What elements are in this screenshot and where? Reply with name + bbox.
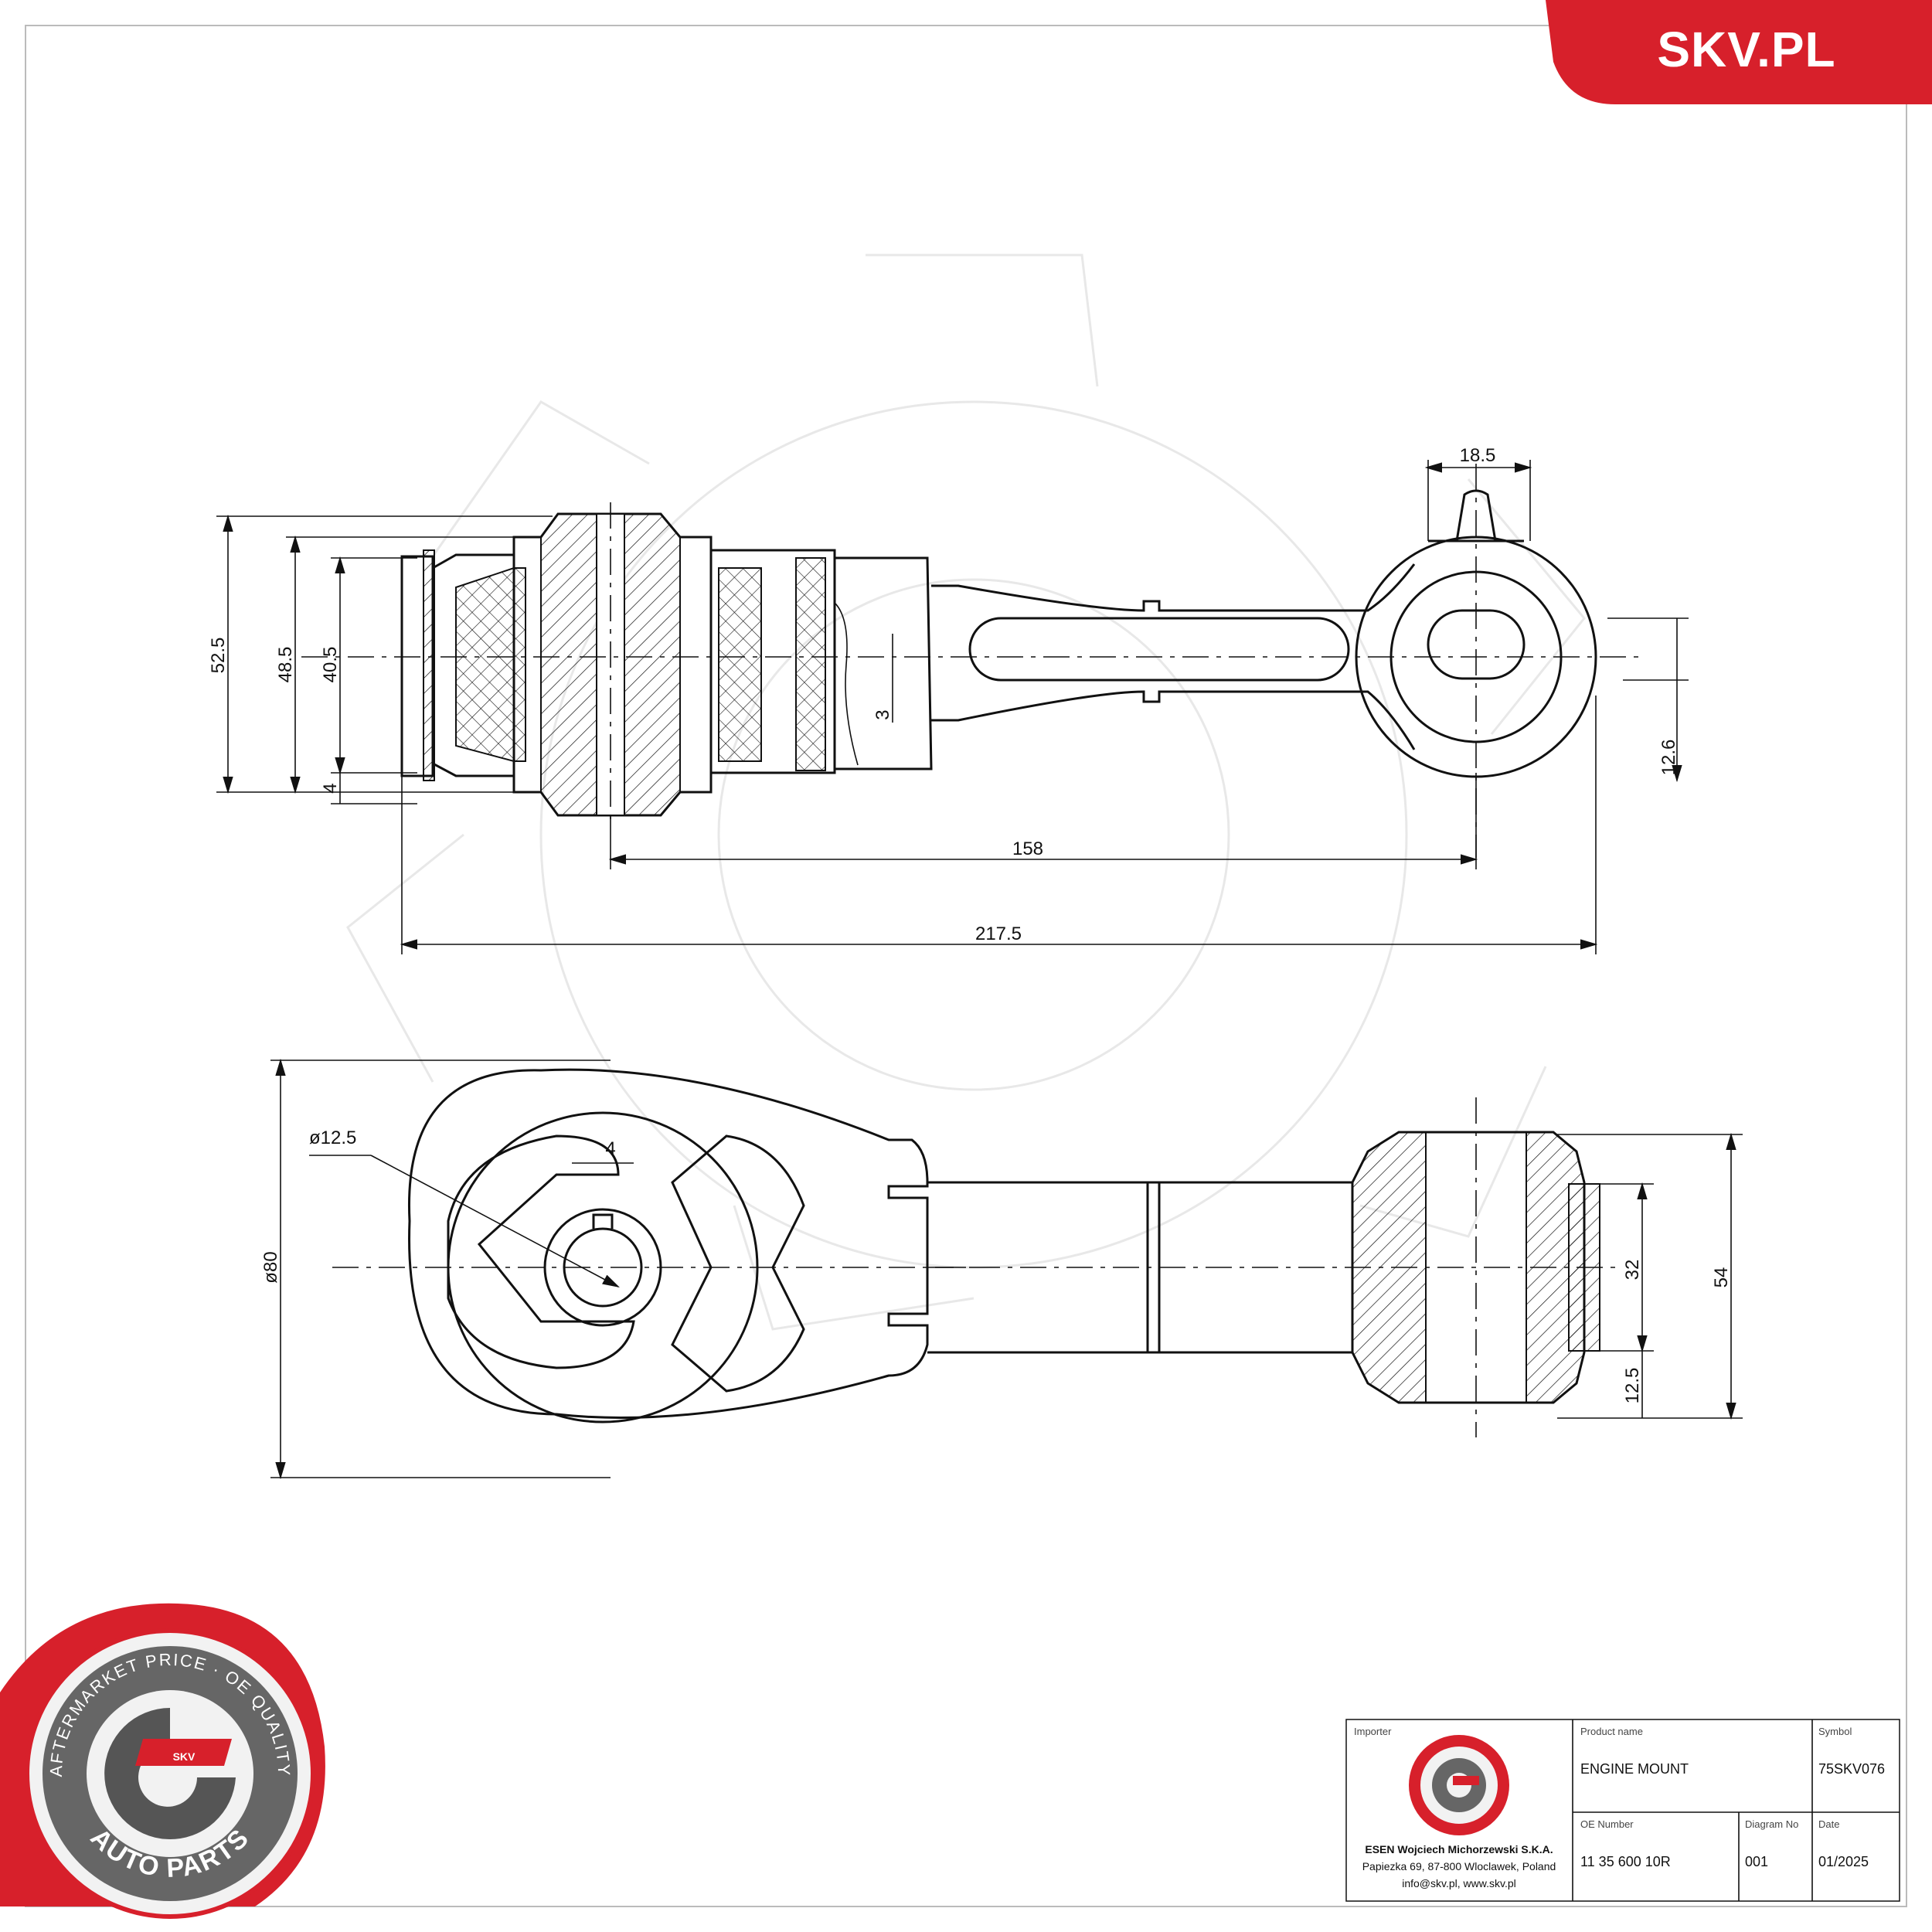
title-block-seal-icon (1409, 1735, 1509, 1835)
dimension-lines-top (216, 460, 1689, 954)
dim-bush-inner: 32 (1622, 1260, 1643, 1281)
dim-height-inner: 40.5 (320, 647, 341, 683)
dim-hole-diameter: ø12.5 (309, 1128, 356, 1148)
end-bush-insert (1568, 1183, 1600, 1352)
brand-site-text: SKV.PL (1657, 22, 1835, 77)
diagram-no-label: Diagram No (1745, 1818, 1798, 1830)
dim-offset-small: 3 (872, 709, 893, 719)
dim-height-outer: 52.5 (208, 638, 229, 674)
dim-eye-width: 18.5 (1460, 445, 1496, 466)
importer-address: Papiezka 69, 87-800 Wloclawek, Poland (1362, 1860, 1556, 1872)
dim-height-mid: 48.5 (275, 647, 296, 683)
dimension-lines-bottom (270, 1058, 1743, 1480)
connecting-rod (931, 563, 1416, 750)
oe-number-label: OE Number (1580, 1818, 1634, 1830)
product-name-label: Product name (1580, 1726, 1643, 1737)
drawing-frame (25, 25, 1907, 1907)
brand-banner: SKV.PL (1546, 0, 1932, 104)
importer-name: ESEN Wojciech Michorzewski S.K.A. (1365, 1843, 1553, 1855)
dim-outer-diameter: ø80 (260, 1251, 281, 1283)
bush-right-cover (833, 556, 933, 770)
top-view: 52.5 48.5 40.5 4 3 18.5 12.6 158 217.5 (208, 445, 1689, 954)
importer-label: Importer (1354, 1726, 1392, 1737)
end-bush-section-left (1352, 1131, 1427, 1403)
bush-right-body (709, 549, 836, 774)
dim-eye-offset: 12.6 (1658, 740, 1679, 776)
dim-bush-offset: 12.5 (1622, 1368, 1643, 1404)
dim-key-width: 4 (605, 1138, 615, 1159)
dim-total-length: 217.5 (975, 923, 1022, 944)
rib-left (447, 1134, 635, 1369)
symbol-label: Symbol (1818, 1726, 1852, 1737)
importer-contact: info@skv.pl, www.skv.pl (1402, 1877, 1516, 1889)
rubber-insert-right (718, 567, 762, 762)
rib-right (671, 1134, 805, 1393)
rubber-insert-right-2 (795, 557, 826, 771)
mount-bracket (407, 1068, 929, 1419)
oe-number: 11 35 600 10R (1580, 1854, 1671, 1869)
rod-shaft (927, 1181, 1352, 1354)
date-label: Date (1818, 1818, 1839, 1830)
dim-bush-outer: 54 (1711, 1267, 1732, 1288)
bottom-view: ø12.5 4 ø80 32 54 12.5 (260, 1058, 1743, 1480)
symbol-value: 75SKV076 (1818, 1761, 1885, 1777)
sleeve-left (423, 549, 435, 781)
rod-slot (968, 617, 1350, 682)
product-name: ENGINE MOUNT (1580, 1761, 1689, 1777)
eye-tab (1455, 489, 1497, 543)
skv-seal-logo: SKV AFTERMARKET PRICE · OE QUALITY AUTO … (0, 1603, 325, 1919)
date-value: 01/2025 (1818, 1854, 1869, 1869)
title-block: Importer Product name Symbol ENGINE MOUN… (1345, 1719, 1900, 1902)
dim-offset-bottom: 4 (320, 783, 341, 793)
dim-center-distance: 158 (1012, 838, 1043, 859)
diagram-no: 001 (1745, 1854, 1768, 1869)
seal-center-text: SKV (173, 1750, 196, 1763)
seal-center-ribbon (135, 1739, 232, 1766)
